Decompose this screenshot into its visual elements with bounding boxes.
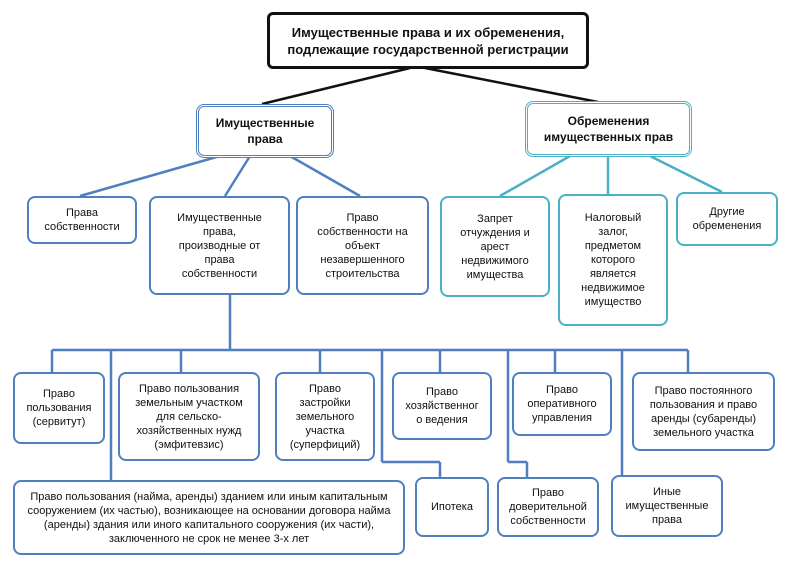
other-property-rights-node: Иные имущественные права bbox=[611, 475, 723, 537]
unfinished-construction-node: Право собственности на объект незавершен… bbox=[296, 196, 429, 295]
root-node: Имущественные права и их обременения, по… bbox=[267, 12, 589, 69]
operative-management-node: Право оперативного управления bbox=[512, 372, 612, 436]
building-lease-node: Право пользования (найма, аренды) здание… bbox=[13, 480, 405, 555]
land-lease-node: Право постоянного пользования и право ар… bbox=[632, 372, 775, 451]
trust-ownership-node: Право доверительной собственности bbox=[497, 477, 599, 537]
economic-management-node: Право хозяйственног о ведения bbox=[392, 372, 492, 440]
servitude-node: Право пользования (сервитут) bbox=[13, 372, 105, 444]
emphyteusis-node: Право пользования земельным участком для… bbox=[118, 372, 260, 461]
superficies-node: Право застройки земельного участка (супе… bbox=[275, 372, 375, 461]
ownership-rights-node: Права собственности bbox=[27, 196, 137, 244]
mortgage-node: Ипотека bbox=[415, 477, 489, 537]
tax-pledge-node: Налоговый залог, предметом которого явля… bbox=[558, 194, 668, 326]
encumbrances-node: Обременения имущественных прав bbox=[525, 101, 692, 157]
alienation-ban-node: Запрет отчуждения и арест недвижимого им… bbox=[440, 196, 550, 297]
other-encumbrances-node: Другие обременения bbox=[676, 192, 778, 246]
property-rights-node: Имущественные права bbox=[196, 104, 334, 158]
derived-rights-node: Имущественные права, производные от прав… bbox=[149, 196, 290, 295]
